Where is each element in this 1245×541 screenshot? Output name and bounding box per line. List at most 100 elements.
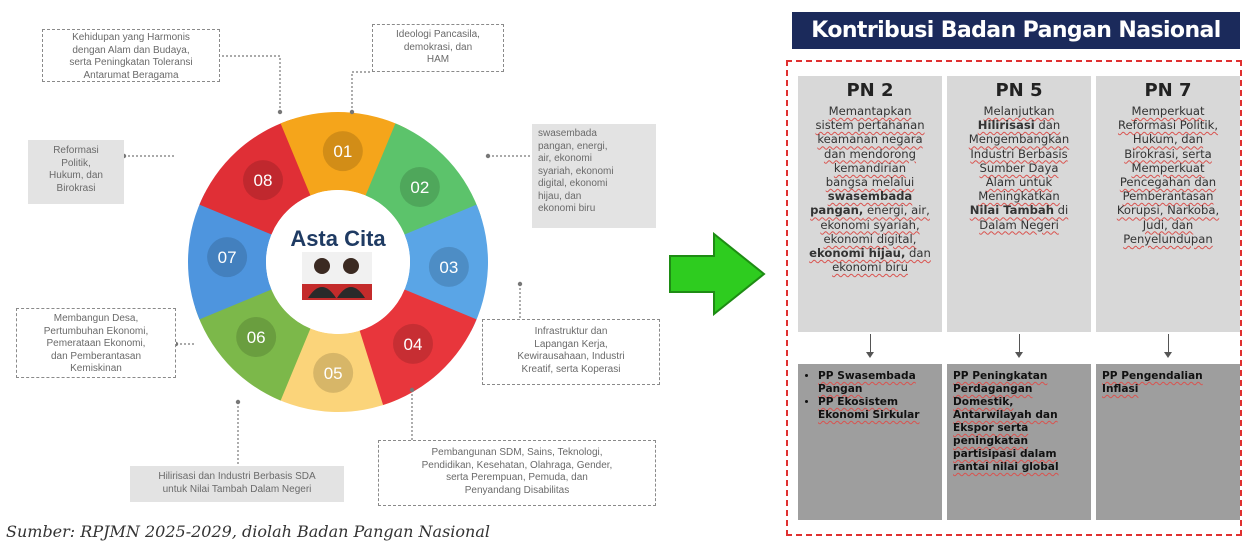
segment-number: 01 <box>333 142 352 161</box>
leader-line <box>220 55 281 112</box>
note-06-line: Pertumbuhan Ekonomi, <box>43 325 149 337</box>
note-08-line: Kehidupan yang Harmonis <box>72 32 190 43</box>
segment-number: 07 <box>218 248 237 267</box>
pp-text: PP Peningkatan Perdagangan Domestik, Ant… <box>953 370 1059 473</box>
note-05-line: Hilirisasi dan Industri Berbasis SDA <box>158 471 316 482</box>
note-06-line: dan Pemberantasan <box>50 350 142 362</box>
center-title: Asta Cita <box>290 226 386 251</box>
pn-text-line: Sumber Daya <box>979 160 1059 175</box>
pn-text-line: ekonomi syariah, <box>820 217 920 232</box>
pn-text-line: pangan, energi, air, <box>810 203 930 218</box>
pn-text-line: Alam untuk <box>985 175 1053 190</box>
pn-text-line: Judi, dan <box>1142 217 1194 232</box>
pn-text-line: ekonomi hijau, dan <box>809 246 931 261</box>
note-06: Membangun Desa, Pertumbuhan Ekonomi, Pem… <box>16 308 176 378</box>
pn-text-line: keamanan negara <box>817 132 923 147</box>
down-arrow-icon <box>1015 352 1023 358</box>
note-07-line: Birokrasi <box>56 182 96 194</box>
pn-text-line: Dalam Negeri <box>979 217 1059 232</box>
pn-text-line: Korupsi, Narkoba, <box>1116 203 1220 218</box>
right-arrow-icon <box>669 232 766 316</box>
note-07-line: Politik, <box>61 157 91 169</box>
pn-text-line: Hilirisasi dan <box>977 118 1061 133</box>
note-01-line: Ideologi Pancasila, <box>396 29 480 40</box>
note-01: Ideologi Pancasila, demokrasi, dan HAM <box>372 24 504 72</box>
leader-dot <box>235 399 241 405</box>
note-08: Kehidupan yang Harmonis dengan Alam dan … <box>42 29 220 82</box>
pn-text-line: kemandirian <box>833 160 907 175</box>
note-02-line: digital, ekonomi <box>538 178 608 189</box>
segment-number-badge <box>313 352 354 393</box>
segment-number-badge <box>207 237 248 278</box>
segment-number: 05 <box>324 364 343 383</box>
leader-dot <box>409 387 415 393</box>
segment-number-badge <box>392 323 433 364</box>
note-08-line: dengan Alam dan Budaya, <box>72 44 190 56</box>
wheel-segment-02 <box>365 123 482 241</box>
note-06-line: Kemiskinan <box>70 363 122 374</box>
pn-text-line: Nilai Tambah di <box>969 203 1069 218</box>
note-02-line: syariah, ekonomi <box>538 165 614 177</box>
pn-heading: PN 5 <box>995 80 1043 101</box>
pp-item: PP Ekosistem Ekonomi Sirkular <box>818 396 936 422</box>
segment-number: 08 <box>254 171 273 190</box>
leaders-photo <box>302 252 372 300</box>
note-03-line: Infrastruktur dan <box>534 326 608 337</box>
wheel-segment-06 <box>194 283 311 401</box>
leader-dot <box>349 109 355 115</box>
note-04-line: Penyandang Disabilitas <box>464 484 570 496</box>
note-04-line: Pendidikan, Kesehatan, Olahraga, Gender, <box>421 459 613 471</box>
note-02-line: hijau, dan <box>538 190 582 202</box>
note-07-line: Reformasi <box>53 145 99 156</box>
pp-box: PP Swasembada Pangan PP Ekosistem Ekonom… <box>798 364 942 520</box>
note-08-line: Antarumat Beragama <box>83 69 179 81</box>
connector-line <box>1168 334 1169 354</box>
wheel-segment-04 <box>359 289 477 406</box>
down-arrow-icon <box>866 352 874 358</box>
leader-line <box>351 71 372 112</box>
note-03-line: Kreatif, serta Koperasi <box>521 363 621 375</box>
wheel-segment-08 <box>199 118 317 235</box>
pn-text-line: dan mendorong <box>823 146 917 161</box>
pp-item-text: PP Ekosistem Ekonomi Sirkular <box>818 396 920 421</box>
leader-dot <box>517 281 523 287</box>
connector-line <box>870 334 871 354</box>
note-02: swasembada pangan, energi, air, ekonomi … <box>532 124 656 228</box>
segment-number: 03 <box>439 258 458 277</box>
note-03-line: Lapangan Kerja, <box>534 338 608 350</box>
pn-text-line: Melanjutkan <box>983 104 1055 118</box>
pn-text-line: ekonomi biru <box>832 260 908 275</box>
note-01-line: demokrasi, dan <box>403 41 473 53</box>
pn-text-line: ekonomi digital, <box>823 231 917 246</box>
pn-text-line: Pencegahan dan <box>1119 175 1217 190</box>
leader-dot <box>485 153 491 159</box>
segment-number-badge <box>243 160 284 201</box>
panel-frame <box>786 60 1242 536</box>
pn-text-line: Pemberantasan <box>1122 189 1214 204</box>
note-02-line: air, ekonomi <box>538 153 592 164</box>
source-caption: Sumber: RPJMN 2025-2029, diolah Badan Pa… <box>6 522 491 541</box>
pp-box: PP Peningkatan Perdagangan Domestik, Ant… <box>947 364 1091 520</box>
segment-number-badge <box>236 316 277 357</box>
note-02-line: swasembada <box>538 128 597 139</box>
segment-number: 04 <box>404 335 423 354</box>
pn-text-line: bangsa melalui <box>825 175 915 190</box>
note-08-line: serta Peningkatan Toleransi <box>69 57 193 68</box>
note-05-line: untuk Nilai Tambah Dalam Negeri <box>162 483 312 495</box>
pn-text-line: swasembada <box>827 189 913 204</box>
pn-text-line: Hukum, dan <box>1132 132 1204 147</box>
note-06-line: Membangun Desa, <box>53 313 139 324</box>
connector-line <box>1019 334 1020 354</box>
pn-text-line: Meningkatkan <box>978 189 1060 204</box>
pn-text-line: Memantapkan <box>828 104 912 118</box>
pp-box: PP Pengendalian Inflasi <box>1096 364 1240 520</box>
note-04-line: serta Perempuan, Pemuda, dan <box>446 472 588 483</box>
pn-text-line: Memperkuat <box>1131 104 1205 118</box>
leader-dot <box>277 109 283 115</box>
